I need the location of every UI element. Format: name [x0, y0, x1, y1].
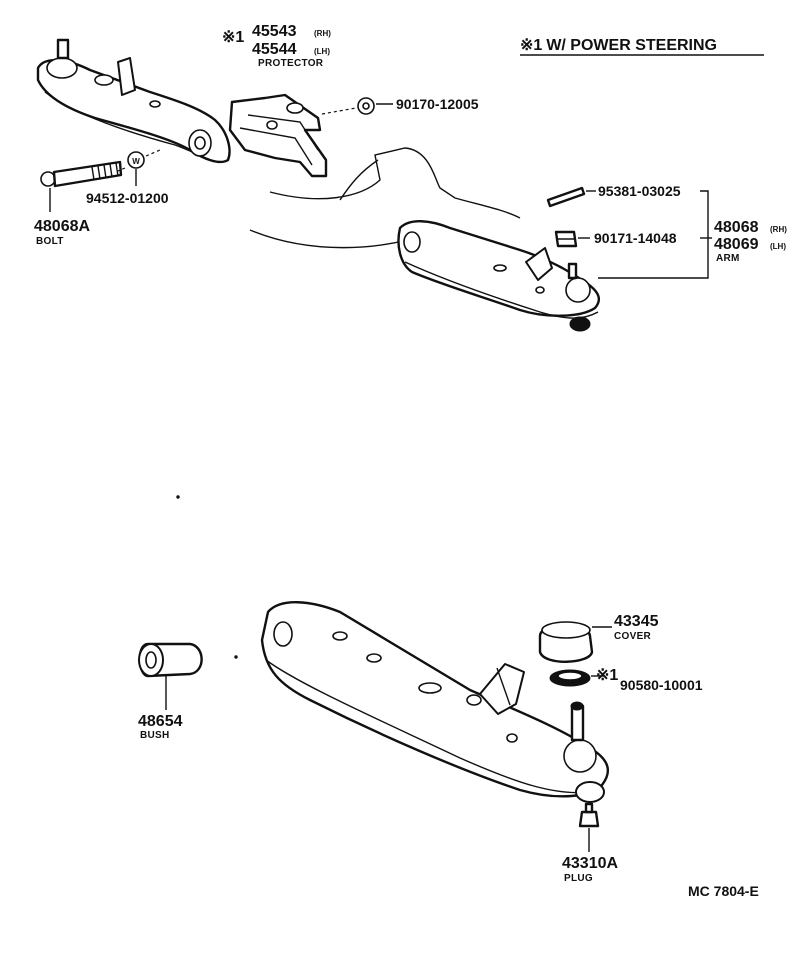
- bush-number: 48654: [138, 713, 183, 730]
- upper-left-arm-illustration: [36, 38, 231, 164]
- bolt-illustration: [40, 160, 123, 188]
- cover-number: 43345: [614, 613, 659, 630]
- cover-illustration: [538, 621, 594, 663]
- arm-lh-side: (LH): [770, 242, 786, 251]
- washer-illustration: W: [127, 151, 145, 169]
- arm-lh-number: 48069: [714, 236, 759, 253]
- protector-name: PROTECTOR: [258, 58, 324, 69]
- lower-arm-illustration: [260, 601, 610, 803]
- lower-nut-illustration: [554, 230, 578, 248]
- plug-illustration: [578, 802, 600, 828]
- svg-text:W: W: [132, 157, 140, 166]
- upper-nut-illustration: [357, 97, 375, 115]
- bolt-number: 48068A: [34, 218, 90, 235]
- ring-mark: ※1: [596, 667, 618, 684]
- plug-number: 43310A: [562, 855, 618, 872]
- cover-name: COVER: [614, 631, 652, 642]
- upper-right-arm-illustration: [397, 220, 601, 332]
- nut-upper-number: 90170-12005: [396, 96, 479, 112]
- protector-illustration: [228, 93, 328, 178]
- protector-rh-side: (RH): [314, 29, 331, 38]
- bush-name: BUSH: [140, 730, 170, 741]
- nut-lower-number: 90171-14048: [594, 230, 677, 246]
- cotter-pin-illustration: [546, 186, 586, 208]
- diagram-code: MC 7804-E: [688, 883, 759, 899]
- washer-number: 94512-01200: [86, 190, 169, 206]
- protector-lh-number: 45544: [252, 41, 297, 58]
- bolt-name: BOLT: [36, 236, 64, 247]
- pin-number: 95381-03025: [598, 183, 681, 199]
- ring-number: 90580-10001: [620, 677, 703, 693]
- plug-name: PLUG: [564, 873, 593, 884]
- arm-name: ARM: [716, 253, 740, 264]
- arm-rh-side: (RH): [770, 225, 787, 234]
- protector-rh-number: 45543: [252, 23, 297, 40]
- ring-illustration: [549, 669, 591, 687]
- body-outline: [249, 147, 521, 249]
- protector-mark: ※1: [222, 29, 244, 46]
- arm-rh-number: 48068: [714, 219, 759, 236]
- protector-lh-side: (LH): [314, 47, 330, 56]
- bush-illustration: [138, 642, 203, 678]
